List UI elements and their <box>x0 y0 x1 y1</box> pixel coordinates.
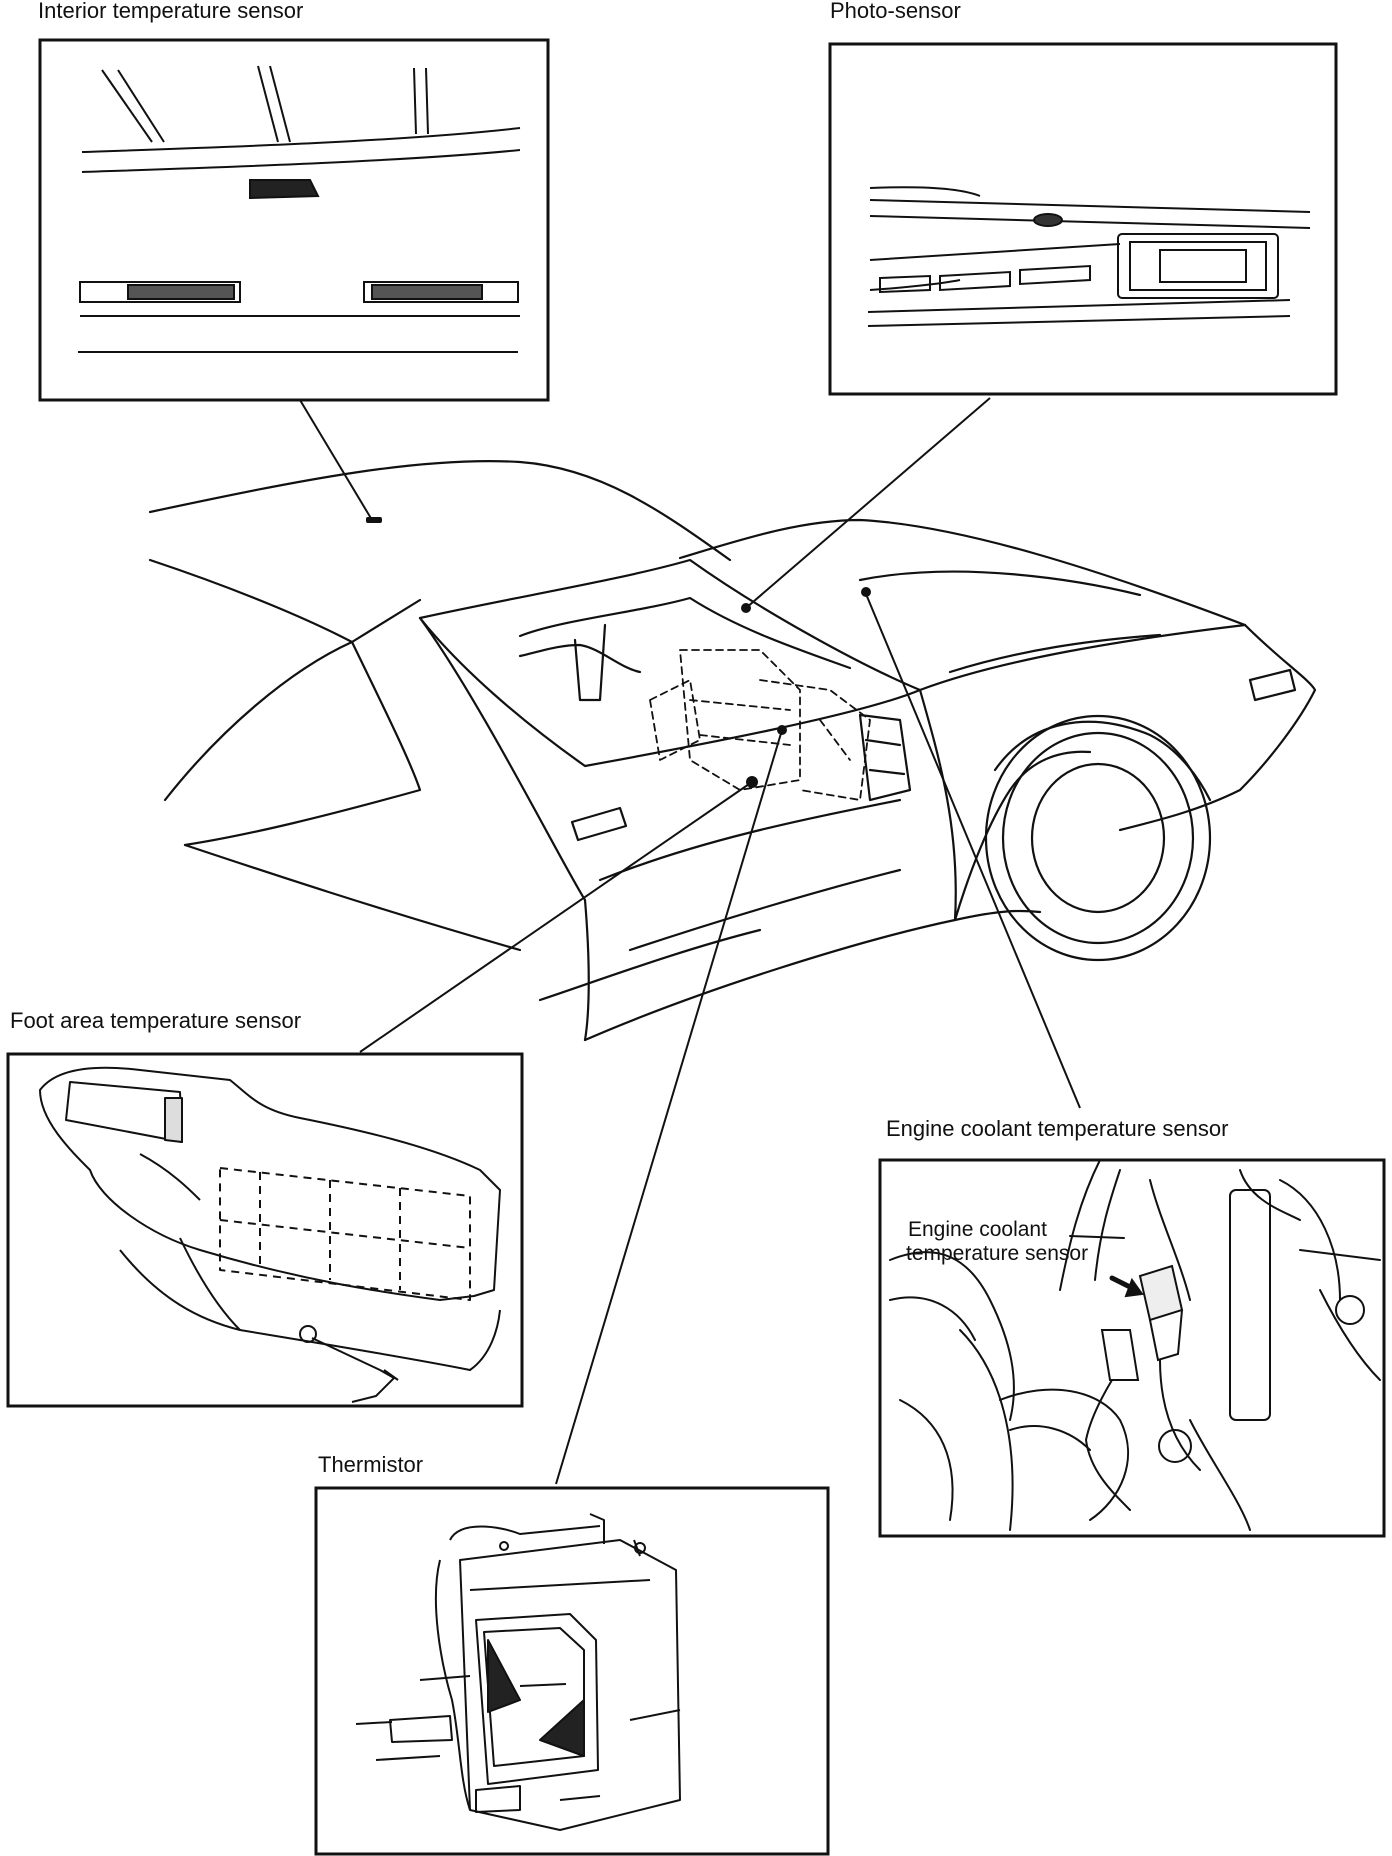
leader-foot <box>359 781 753 1053</box>
leader-interior <box>299 399 373 521</box>
label-photo-sensor: Photo-sensor <box>830 0 961 23</box>
marker-foot <box>746 776 758 788</box>
marker-photo <box>741 603 751 613</box>
leader-thermistor <box>555 729 783 1485</box>
marker-coolant <box>861 587 871 597</box>
marker-thermistor <box>777 725 787 735</box>
label-interior-temperature-sensor: Interior temperature sensor <box>38 0 304 23</box>
leader-photo <box>745 397 991 609</box>
panel-photo-sensor <box>828 42 1338 396</box>
marker-interior <box>366 517 382 523</box>
panel-engine-coolant-temperature-sensor: Engine coolant temperature sensor <box>878 1158 1386 1538</box>
panel-thermistor <box>314 1486 830 1856</box>
coolant-inset-label-line2: temperature sensor <box>906 1242 1088 1265</box>
panel-interior-temperature-sensor <box>38 38 550 402</box>
leader-lines <box>299 397 1081 1485</box>
label-engine-coolant-temperature-sensor: Engine coolant temperature sensor <box>886 1116 1229 1141</box>
car-body <box>148 459 1317 1042</box>
label-thermistor: Thermistor <box>318 1452 424 1477</box>
sensor-markers <box>366 517 871 788</box>
coolant-inset-label-line1: Engine coolant <box>908 1218 1047 1241</box>
label-foot-area-temperature-sensor: Foot area temperature sensor <box>10 1008 302 1033</box>
leader-coolant <box>865 593 1081 1109</box>
panel-foot-area-temperature-sensor <box>6 1052 524 1408</box>
